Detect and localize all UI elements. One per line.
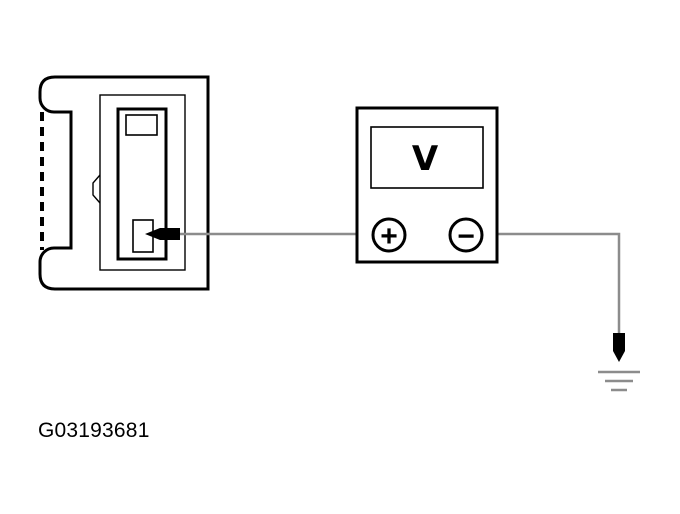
voltmeter-display-letter: V: [412, 139, 439, 179]
voltmeter-icon: V + −: [355, 106, 499, 264]
negative-terminal: [448, 217, 484, 253]
negative-lead-wire: [484, 232, 621, 337]
figure-id-label: G03193681: [38, 419, 150, 442]
connector-inner-frame: [99, 94, 186, 271]
connector-icon: [38, 75, 210, 291]
connector-outer-body: [38, 75, 210, 291]
positive-terminal: [371, 217, 407, 253]
terminal-cavity: [116, 107, 168, 261]
negative-terminal-symbol: −: [457, 220, 475, 253]
test-probe-icon: [145, 228, 180, 240]
ground-probe-icon: [613, 333, 625, 362]
voltmeter-display: [370, 126, 484, 189]
connector-notch: [92, 174, 101, 204]
positive-terminal-symbol: +: [380, 220, 398, 253]
upper-terminal: [125, 114, 158, 136]
ground-symbol-icon: [598, 370, 640, 392]
